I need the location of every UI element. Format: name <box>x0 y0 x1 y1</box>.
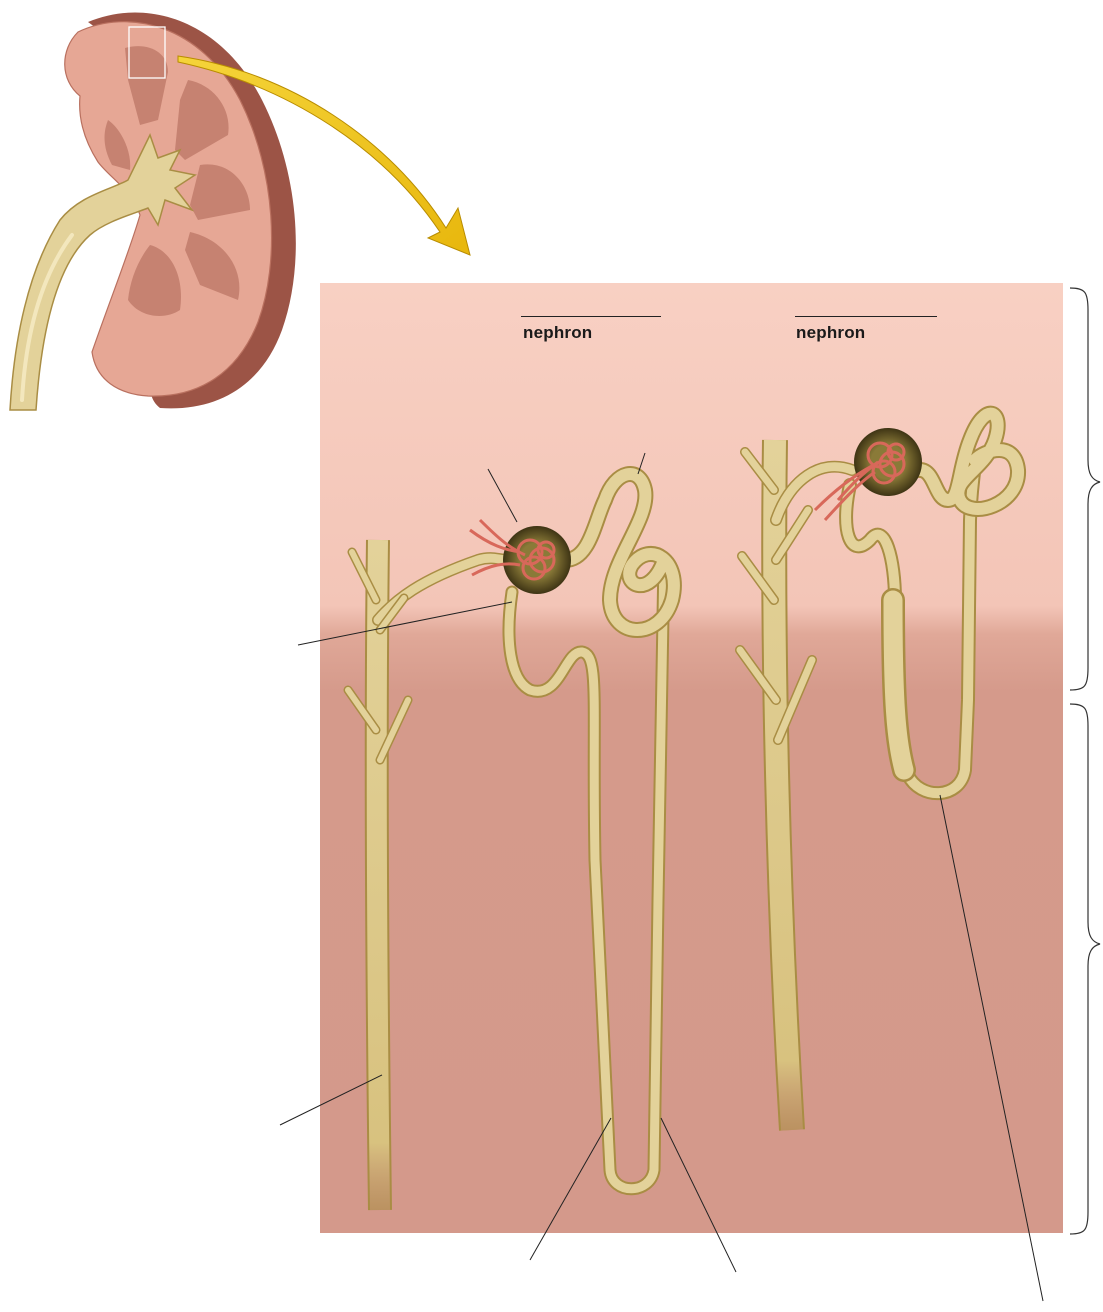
nephron-type-blank-2 <box>795 316 937 317</box>
kidney-cross-section <box>10 13 296 410</box>
brace-cortex <box>1070 288 1100 690</box>
nephron-label-1: nephron <box>523 323 592 343</box>
nephron-label-2: nephron <box>796 323 865 343</box>
tissue-panel <box>320 283 1063 1233</box>
region-braces <box>1070 288 1100 1234</box>
cortex-medulla-background <box>320 283 1063 1233</box>
nephron-type-blank-1 <box>521 316 661 317</box>
brace-medulla <box>1070 704 1100 1234</box>
